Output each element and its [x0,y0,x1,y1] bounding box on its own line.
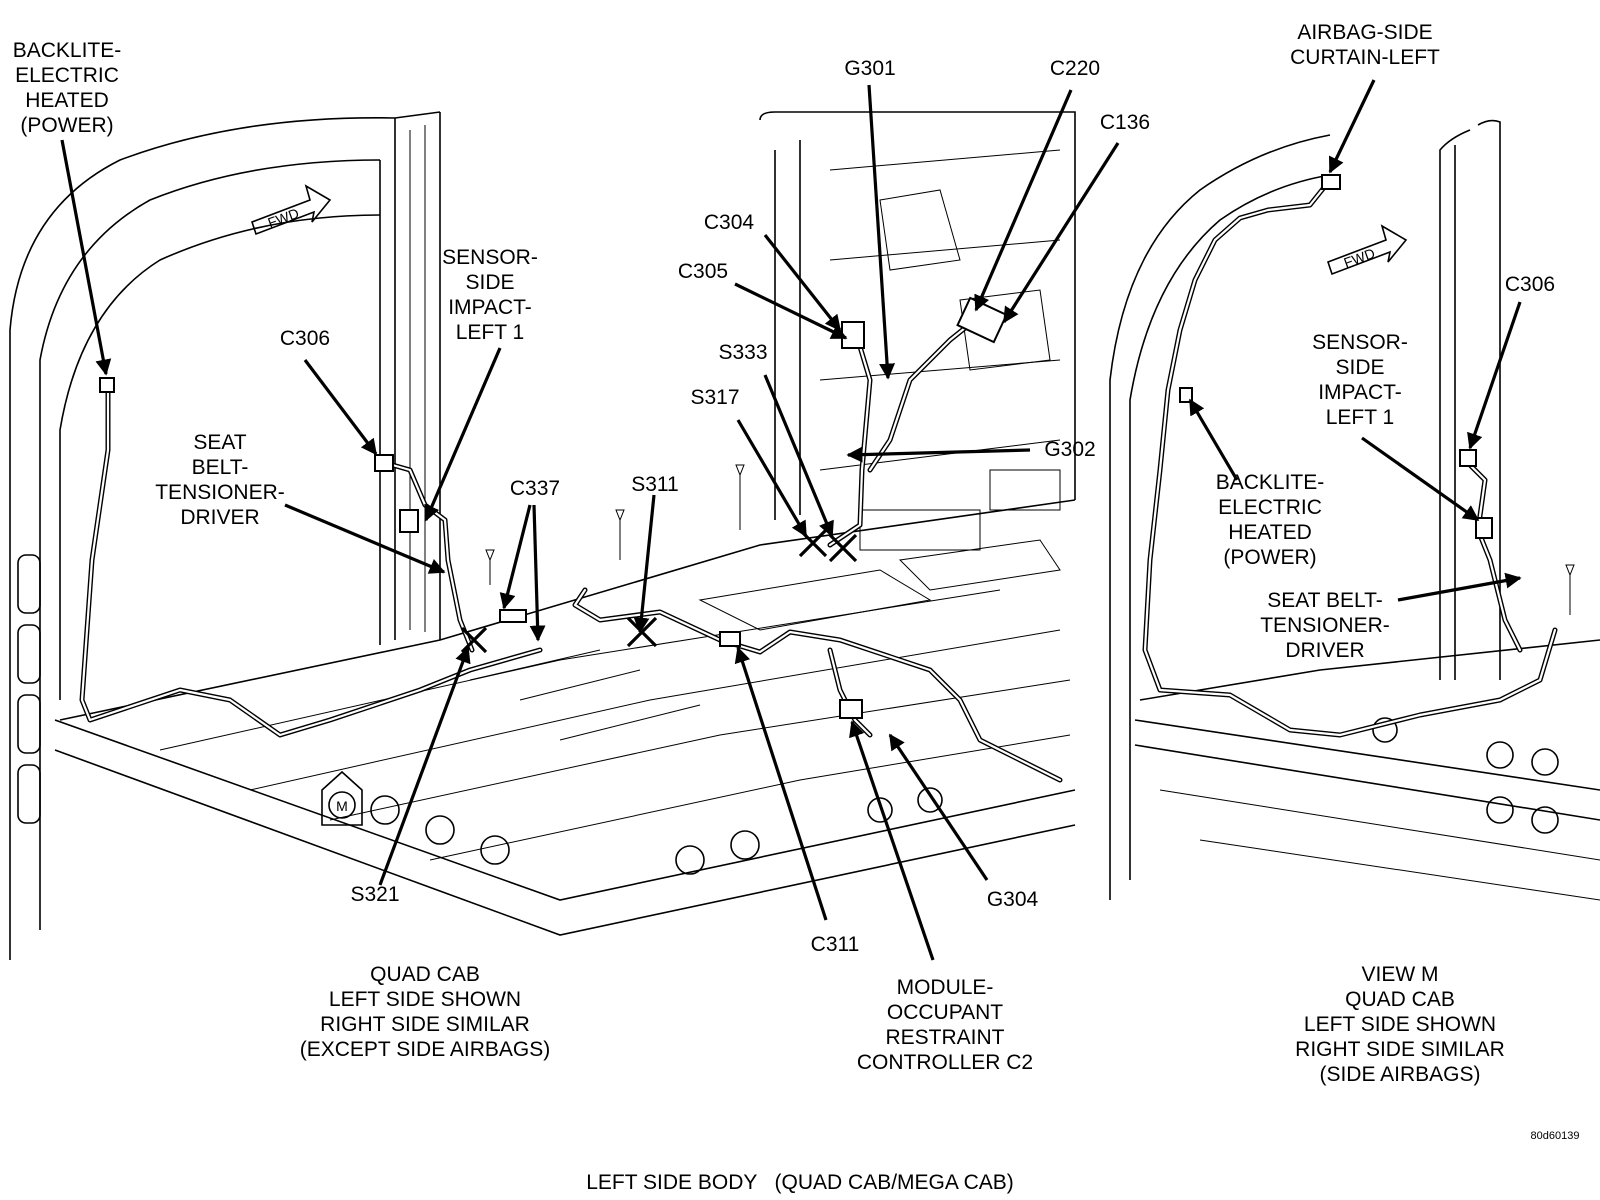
caption-main-view: QUAD CAB LEFT SIDE SHOWN RIGHT SIDE SIMI… [299,963,551,1061]
label-sensor-side-impact-main: SENSOR- SIDE IMPACT- LEFT 1 [442,246,538,344]
label-backlite-main: BACKLITE- ELECTRIC HEATED (POWER) [12,39,122,137]
caption-view-m: VIEW M QUAD CAB LEFT SIDE SHOWN RIGHT SI… [1295,963,1505,1086]
label-g302: G302 [1044,438,1096,461]
label-s333: S333 [718,341,768,364]
label-s317: S317 [690,386,740,409]
label-g304: G304 [986,888,1039,911]
label-c306-main: C306 [279,327,331,350]
fwd-m-text: FWD [1342,245,1377,271]
figure-id: 80d60139 [1530,1130,1580,1142]
label-c304: C304 [703,211,755,234]
label-s311: S311 [631,473,679,496]
label-s321: S321 [350,883,400,906]
fwd-text: FWD [266,205,301,231]
label-backlite-view-m: BACKLITE- ELECTRIC HEATED (POWER) [1215,471,1325,569]
view-m-wiring-harness [1142,174,1558,738]
label-seat-belt-main: SEAT BELT- TENSIONER- DRIVER [155,431,285,529]
label-seat-belt-view-m: SEAT BELT- TENSIONER- DRIVER [1260,589,1390,662]
main-leader-lines [60,84,1120,961]
label-c305: C305 [677,260,729,283]
diagram-title: LEFT SIDE BODY (QUAD CAB/MEGA CAB) [586,1171,1014,1194]
label-c337: C337 [509,477,561,500]
view-m-body-structure [1109,119,1600,901]
label-airbag-side-curtain: AIRBAG-SIDE CURTAIN-LEFT [1290,21,1440,69]
view-m-leader-lines [1188,79,1522,602]
label-c306-view-m: C306 [1504,273,1556,296]
main-body-structure [9,111,1076,960]
label-sensor-side-impact-view-m: SENSOR- SIDE IMPACT- LEFT 1 [1312,331,1408,429]
label-c311: C311 [810,933,860,956]
main-wiring-harness [79,296,1063,783]
view-marker-text: M [336,798,348,814]
label-g301: G301 [844,57,896,80]
fwd-arrow-m-icon: FWD [1326,224,1408,276]
label-c220: C220 [1049,57,1101,80]
label-module-occupant-restraint: MODULE- OCCUPANT RESTRAINT CONTROLLER C2 [856,976,1034,1074]
view-m-marker-icon: M [321,770,363,826]
label-c136: C136 [1099,111,1151,134]
